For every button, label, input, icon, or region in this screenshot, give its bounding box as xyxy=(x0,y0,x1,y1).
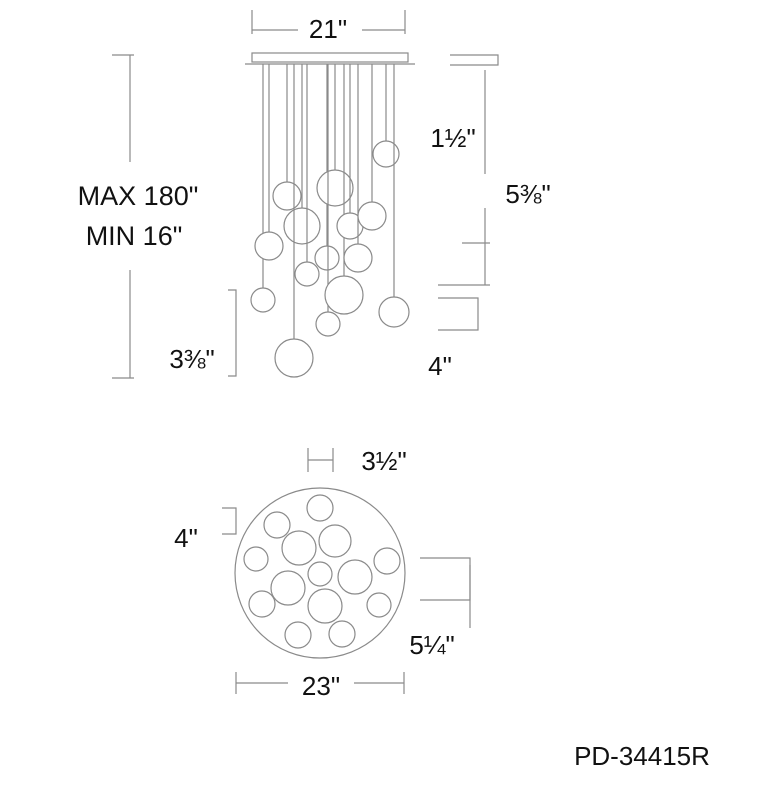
plan-globe xyxy=(307,561,333,587)
plan-globe xyxy=(328,620,356,648)
plan-globe-bracket xyxy=(222,507,237,535)
pendant-globe xyxy=(324,275,364,315)
dim-globe-right-bracket xyxy=(438,297,479,331)
globe-large-label: 5⅜" xyxy=(505,179,550,209)
plan-globe xyxy=(318,524,352,558)
elevation-view xyxy=(112,10,499,379)
pendant-globe xyxy=(315,311,341,337)
globe-right-label: 4" xyxy=(428,351,452,381)
dim-canopy-bracket xyxy=(450,54,499,66)
plan-globe-cluster xyxy=(243,494,401,649)
pendant-globe xyxy=(357,201,387,231)
pendant-globe xyxy=(316,169,354,207)
pendant-globe xyxy=(272,181,302,211)
plan-globe xyxy=(281,530,317,566)
dim-globe-left-bracket xyxy=(228,289,237,377)
pendant-cluster xyxy=(250,64,410,378)
plan-globe xyxy=(337,559,373,595)
pendant-globe xyxy=(254,231,284,261)
plan-globe xyxy=(366,592,392,618)
max-height-label: MAX 180" xyxy=(78,181,199,211)
pendant-globe xyxy=(250,287,276,313)
plan-globe xyxy=(270,570,306,606)
min-height-label: MIN 16" xyxy=(86,221,183,251)
canopy-height-label: 1½" xyxy=(430,123,475,153)
width-top-label: 21" xyxy=(309,14,347,44)
pendant-globe xyxy=(294,261,320,287)
canopy xyxy=(251,52,409,63)
plan-canopy-outline xyxy=(234,487,406,659)
plan-globe xyxy=(263,511,291,539)
plan-globe xyxy=(306,494,334,522)
plan-globe xyxy=(243,546,269,572)
pendant-globe xyxy=(378,296,410,328)
plan-globe xyxy=(248,590,276,618)
plan-globe-large-label: 5¼" xyxy=(409,630,454,660)
plan-globe xyxy=(284,621,312,649)
pendant-globe xyxy=(343,243,373,273)
plan-globe xyxy=(373,547,401,575)
pendant-globe xyxy=(283,207,321,245)
model-number: PD-34415R xyxy=(574,741,710,771)
globe-small-left-label: 3⅜" xyxy=(169,344,214,374)
plan-globe xyxy=(307,588,343,624)
pendant-globe xyxy=(314,245,340,271)
plan-globe-label: 4" xyxy=(174,523,198,553)
plan-large-bracket xyxy=(420,557,471,601)
plan-view xyxy=(222,448,471,694)
spacing-label: 3½" xyxy=(361,446,406,476)
pendant-globe xyxy=(274,338,314,378)
width-bottom-label: 23" xyxy=(302,671,340,701)
pendant-globe xyxy=(372,140,400,168)
